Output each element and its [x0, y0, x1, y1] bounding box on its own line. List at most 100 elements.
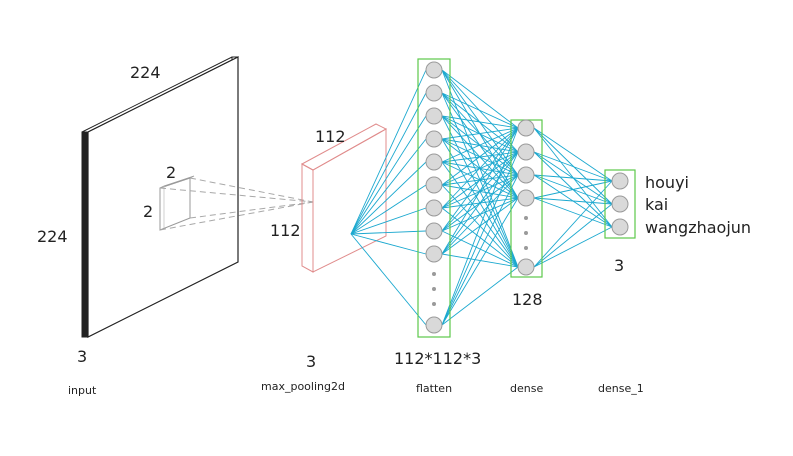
dense-neuron — [517, 143, 535, 161]
dense-neuron — [517, 166, 535, 184]
layer-name-dense: dense — [510, 382, 543, 395]
output-size-label: 3 — [614, 256, 624, 275]
edge-flatten-dense — [441, 197, 519, 326]
edge-dense-output — [533, 197, 613, 205]
input-width-label: 224 — [130, 63, 161, 82]
edge-flatten-dense — [441, 127, 519, 232]
projection-line-4 — [159, 201, 314, 231]
input-height-label: 224 — [37, 227, 68, 246]
edge-flatten-dense — [441, 115, 519, 153]
edges-dense-to-output — [533, 127, 613, 268]
edge-flatten-dense — [441, 127, 519, 326]
flatten-ellipsis-dot — [432, 287, 436, 291]
edge-dense-output — [533, 174, 613, 182]
flatten-neuron — [425, 130, 443, 148]
edge-flatten-dense — [441, 69, 519, 129]
dense-ellipsis-dot — [524, 216, 528, 220]
edge-flatten-dense — [441, 92, 519, 129]
edge-pool-flatten — [350, 69, 427, 235]
pool-slab-front — [301, 163, 314, 273]
flatten-neuron — [425, 107, 443, 125]
flatten-neuron — [425, 199, 443, 217]
edge-flatten-dense — [441, 127, 519, 209]
flatten-box — [417, 58, 451, 338]
kernel-top — [159, 175, 195, 189]
layer-name-pool: max_pooling2d — [261, 380, 345, 393]
flatten-neuron — [425, 316, 443, 334]
layer-name-input: input — [68, 384, 97, 397]
pool-width-label: 112 — [315, 127, 346, 146]
dense-neuron — [517, 258, 535, 276]
edge-flatten-dense — [441, 151, 519, 255]
dense-ellipsis-dot — [524, 231, 528, 235]
input-layer — [81, 56, 314, 338]
input-slab-face — [87, 56, 239, 338]
dense-neuron — [517, 189, 535, 207]
pool-slab-top — [300, 123, 388, 171]
edge-dense-output — [533, 127, 613, 205]
dense-ellipsis-dot — [524, 246, 528, 250]
flatten-neuron — [425, 176, 443, 194]
edge-flatten-dense — [441, 127, 519, 140]
pool-height-label: 112 — [270, 221, 301, 240]
edge-pool-flatten — [350, 230, 427, 235]
dense-neurons — [517, 119, 535, 276]
flatten-neurons — [425, 61, 443, 334]
projection-line-2 — [189, 201, 314, 219]
output-neuron — [611, 218, 629, 236]
flatten-neuron — [425, 153, 443, 171]
edge-pool-flatten — [350, 184, 427, 235]
edge-pool-flatten — [350, 138, 427, 235]
edge-flatten-dense — [441, 253, 519, 268]
dense-ellipsis — [524, 216, 528, 250]
output-class-1: kai — [645, 195, 668, 214]
dense-neuron — [517, 119, 535, 137]
kernel-width-label: 2 — [166, 163, 176, 182]
flatten-neuron — [425, 222, 443, 240]
edge-flatten-dense — [441, 69, 519, 153]
edge-flatten-dense — [441, 174, 519, 255]
output-box — [604, 169, 636, 239]
edge-dense-output — [533, 151, 613, 182]
pool-channels-label: 3 — [306, 352, 316, 371]
pool-layer — [300, 123, 388, 273]
edge-dense-output — [533, 127, 613, 182]
edge-dense-output — [533, 180, 613, 268]
edge-flatten-dense — [441, 127, 519, 163]
edge-flatten-dense — [441, 266, 519, 326]
output-neurons — [611, 172, 629, 236]
projection-line-1 — [189, 177, 314, 203]
edge-flatten-dense — [441, 115, 519, 129]
edge-dense-output — [533, 197, 613, 228]
projection-line-3 — [159, 187, 314, 203]
edges-flatten-to-dense — [441, 69, 519, 326]
layer-name-flatten: flatten — [416, 382, 452, 395]
flatten-neuron — [425, 245, 443, 263]
edge-dense-output — [533, 180, 613, 199]
edge-pool-flatten — [350, 92, 427, 235]
flatten-size-label: 112*112*3 — [394, 349, 481, 368]
output-class-2: wangzhaojun — [645, 218, 751, 237]
edge-flatten-dense — [441, 127, 519, 186]
output-neuron — [611, 195, 629, 213]
edge-pool-flatten — [350, 233, 427, 255]
edge-flatten-dense — [441, 174, 519, 326]
pool-slab-face — [312, 128, 387, 273]
projection-lines — [159, 177, 314, 231]
dense-size-label: 128 — [512, 290, 543, 309]
edges-pool-to-flatten — [350, 69, 427, 326]
edge-dense-output — [533, 203, 613, 268]
edge-pool-flatten — [350, 207, 427, 235]
output-class-0: houyi — [645, 173, 689, 192]
edge-flatten-dense — [441, 127, 519, 255]
edge-flatten-dense — [441, 138, 519, 153]
layer-name-dense-1: dense_1 — [598, 382, 644, 395]
flatten-neuron — [425, 61, 443, 79]
edge-flatten-dense — [441, 92, 519, 153]
edge-dense-output — [533, 226, 613, 268]
flatten-ellipsis-dot — [432, 302, 436, 306]
edge-flatten-dense — [441, 151, 519, 326]
edge-pool-flatten — [350, 161, 427, 235]
kernel-height-label: 2 — [143, 202, 153, 221]
